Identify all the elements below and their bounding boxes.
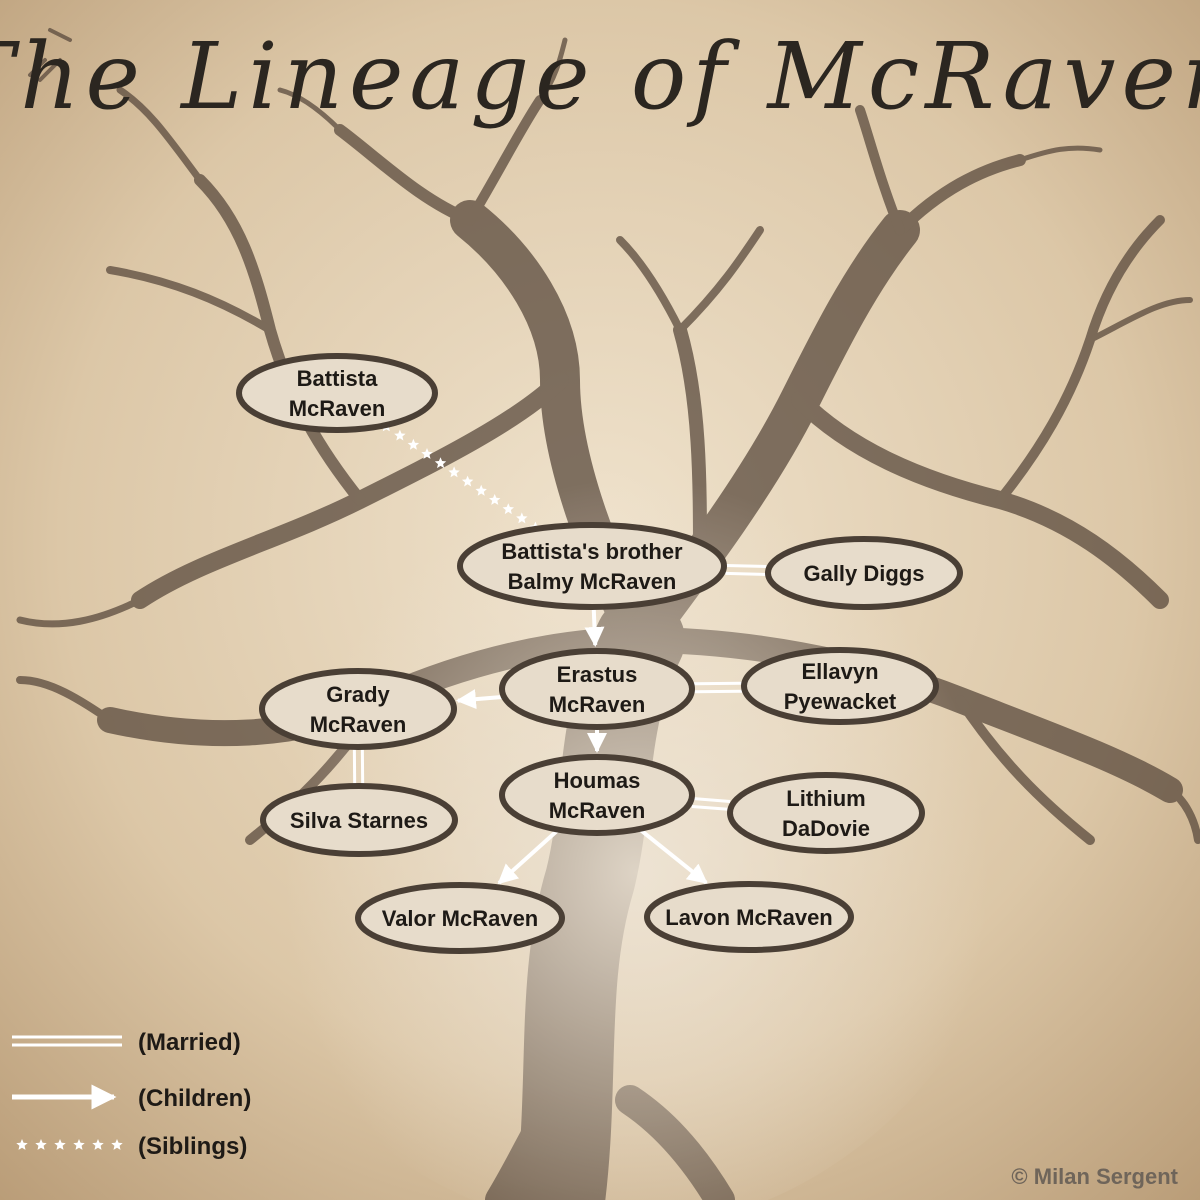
sibling-star bbox=[461, 475, 474, 487]
legend-item-children: (Children) bbox=[12, 1084, 251, 1112]
connector-married bbox=[725, 563, 767, 576]
children-arrow bbox=[497, 829, 559, 885]
person-node-oval bbox=[355, 882, 565, 954]
legend-sibling-star bbox=[54, 1139, 66, 1150]
legend-label: (Children) bbox=[138, 1085, 251, 1112]
person-name-line: Grady bbox=[326, 682, 390, 707]
person-name-line: McRaven bbox=[310, 712, 407, 737]
person-name-line: Lithium bbox=[786, 786, 865, 811]
person-name-line: Battista's brother bbox=[501, 539, 683, 564]
person-name-line: Gally Diggs bbox=[803, 561, 924, 586]
person-node-oval bbox=[499, 648, 695, 730]
sibling-star bbox=[448, 466, 460, 478]
married-line bbox=[725, 563, 767, 568]
legend-sibling-star bbox=[35, 1139, 47, 1150]
connector-children bbox=[584, 608, 605, 648]
married-line bbox=[725, 571, 767, 576]
person-name-line: Pyewacket bbox=[784, 689, 897, 714]
married-line bbox=[693, 681, 743, 686]
connector-children bbox=[455, 689, 503, 710]
person-node-oval bbox=[457, 522, 727, 610]
children-arrow bbox=[455, 689, 503, 710]
person-name-line: Valor McRaven bbox=[382, 906, 539, 931]
sibling-star bbox=[489, 494, 501, 505]
married-line bbox=[693, 689, 743, 694]
connector-married bbox=[352, 748, 365, 785]
legend-sibling-star bbox=[73, 1139, 85, 1150]
person-node-oval bbox=[260, 783, 458, 857]
sibling-star bbox=[516, 512, 528, 524]
person-name-line: Lavon McRaven bbox=[665, 905, 833, 930]
person-name-line: Houmas bbox=[554, 768, 641, 793]
person-node-gally: Gally Diggs bbox=[765, 536, 963, 610]
sibling-star bbox=[421, 448, 433, 459]
legend-sibling-star bbox=[16, 1139, 28, 1150]
person-name-line: Silva Starnes bbox=[290, 808, 428, 833]
sibling-star bbox=[475, 484, 487, 496]
person-node-oval bbox=[499, 754, 695, 836]
person-node-oval bbox=[644, 881, 854, 953]
married-line bbox=[691, 804, 730, 811]
person-name-line: McRaven bbox=[549, 798, 646, 823]
connector-married bbox=[691, 797, 731, 811]
children-arrow bbox=[639, 828, 708, 885]
credit-text: © Milan Sergent bbox=[1011, 1164, 1178, 1189]
person-name-line: Battista bbox=[297, 366, 378, 391]
mist-overlay bbox=[200, 290, 1040, 1200]
person-name-line: McRaven bbox=[289, 396, 386, 421]
person-node-lavon: Lavon McRaven bbox=[644, 881, 854, 953]
person-node-valor: Valor McRaven bbox=[355, 882, 565, 954]
person-name-line: Balmy McRaven bbox=[508, 569, 677, 594]
legend-sibling-star bbox=[92, 1139, 104, 1150]
page-title: The Lineage of McRaven bbox=[0, 23, 1200, 130]
person-node-oval bbox=[236, 353, 438, 433]
connectors-layer bbox=[352, 420, 767, 885]
sibling-star bbox=[407, 438, 420, 450]
person-name-line: McRaven bbox=[549, 692, 646, 717]
legend: (Married) (Children) (Siblings) bbox=[12, 1029, 251, 1160]
person-node-oval bbox=[765, 536, 963, 610]
connector-married bbox=[693, 681, 743, 694]
connector-children bbox=[497, 829, 559, 885]
person-node-oval bbox=[259, 668, 457, 750]
sibling-star bbox=[434, 457, 447, 469]
legend-label: (Married) bbox=[138, 1029, 241, 1056]
person-node-silva: Silva Starnes bbox=[260, 783, 458, 857]
legend-label: (Siblings) bbox=[138, 1133, 247, 1160]
legend-item-married: (Married) bbox=[12, 1029, 241, 1056]
connector-children bbox=[639, 828, 708, 885]
sibling-star bbox=[394, 429, 406, 441]
married-line bbox=[692, 797, 731, 803]
children-arrow bbox=[584, 608, 605, 648]
person-name-line: Ellavyn bbox=[801, 659, 878, 684]
person-name-line: DaDovie bbox=[782, 816, 870, 841]
legend-item-siblings: (Siblings) bbox=[16, 1133, 247, 1160]
person-node-oval bbox=[741, 647, 939, 725]
person-node-oval bbox=[727, 772, 925, 854]
sibling-star bbox=[502, 503, 514, 515]
person-name-line: Erastus bbox=[557, 662, 638, 687]
legend-sibling-star bbox=[111, 1139, 123, 1150]
